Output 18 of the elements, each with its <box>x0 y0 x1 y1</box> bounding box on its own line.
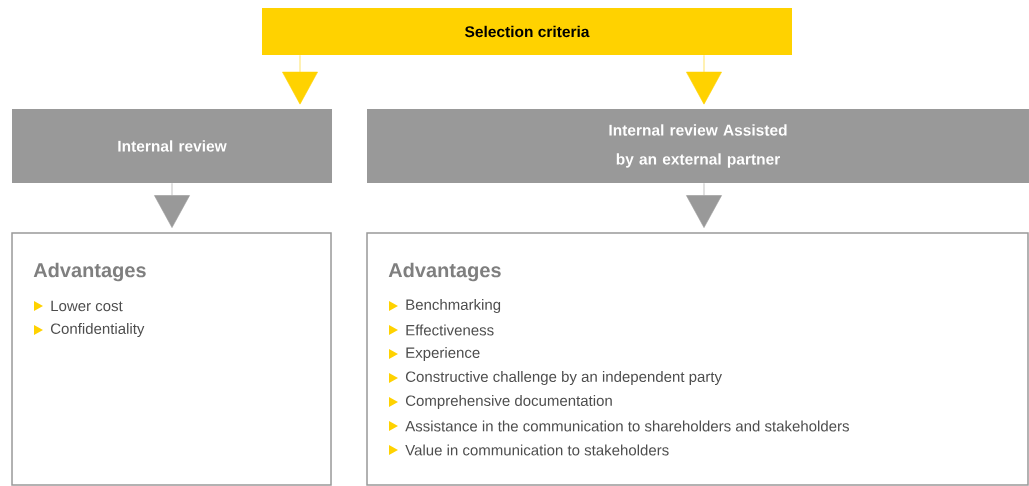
header-box: Internal review Assisted by an external partner <box>367 109 1029 183</box>
bullet-item: Comprehensive documentation <box>389 395 612 409</box>
bullet-item: Lower cost <box>34 300 123 312</box>
bullet-item: Confidentiality <box>34 323 145 337</box>
panel-heading: Advantages <box>33 262 146 282</box>
down-arrow <box>686 182 722 228</box>
bullet-item: Benchmarking <box>389 299 501 313</box>
bullet-item: Assistance in the communication to shareholders and stakeholders <box>389 420 849 432</box>
down-arrow <box>282 54 318 105</box>
bullet-item: Experience <box>389 347 480 361</box>
header-box: Internal review <box>12 109 332 183</box>
banner-box: Selection criteria <box>262 8 792 55</box>
panel-heading: Advantages <box>388 262 501 282</box>
down-arrow <box>154 182 190 228</box>
down-arrow <box>686 54 722 105</box>
bullet-item: Constructive challenge by an independent party <box>389 371 722 385</box>
bullet-item: Effectiveness <box>389 324 494 336</box>
bullet-item: Value in communication to stakeholders <box>389 444 669 456</box>
